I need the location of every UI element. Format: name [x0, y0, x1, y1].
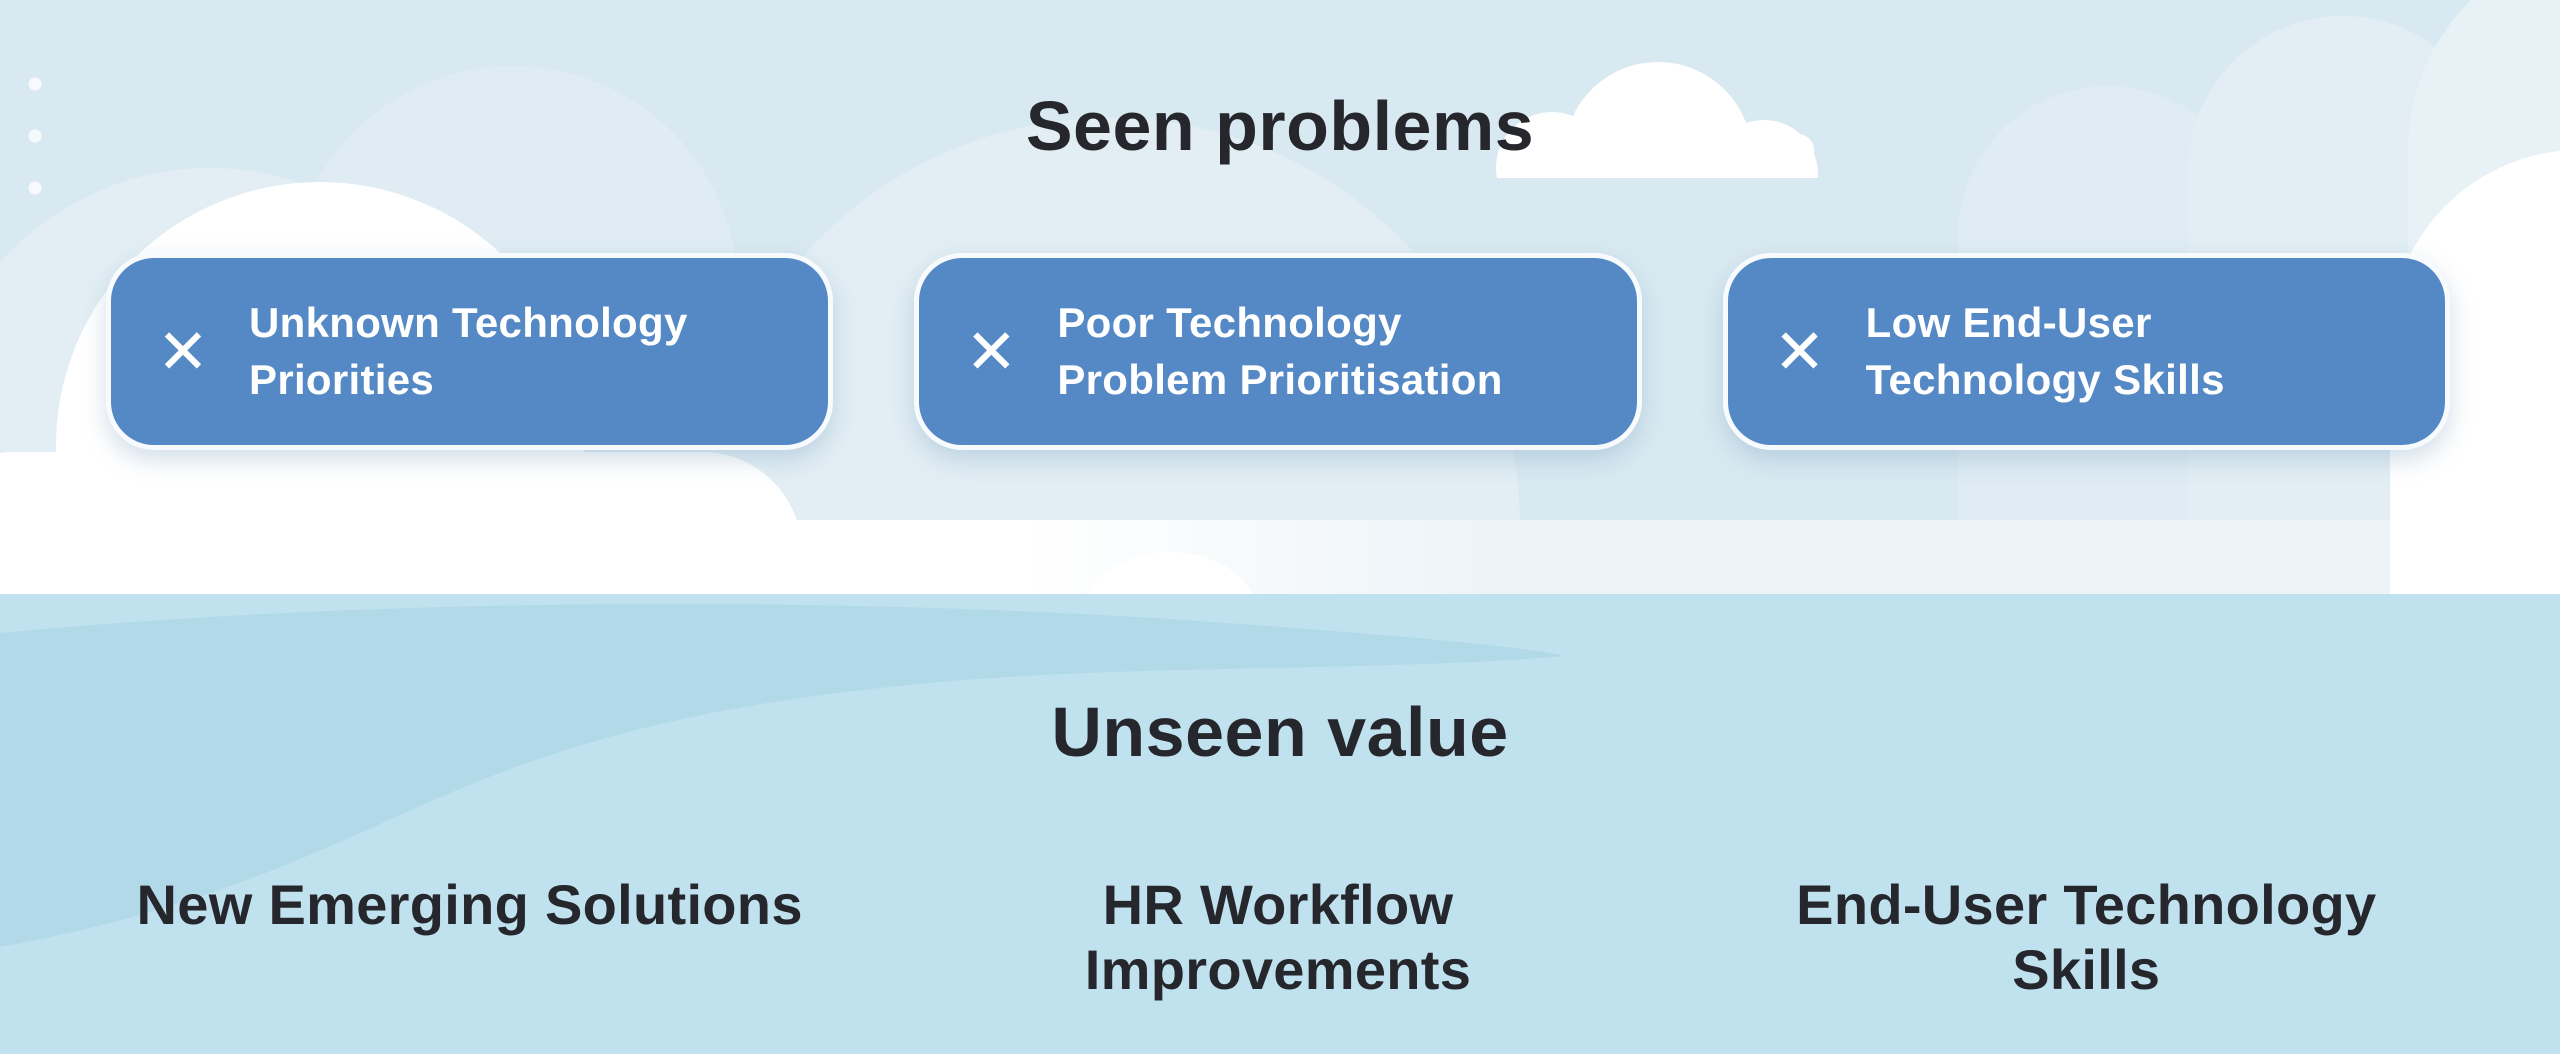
problem-card-label: Poor Technology Problem Prioritisation	[1057, 299, 1503, 403]
unseen-value-row: New Emerging Solutions HR Workflow Impro…	[106, 872, 2450, 1002]
cross-icon: ✕	[1773, 314, 1826, 388]
puffy-cloud-icon	[1496, 62, 1818, 178]
problem-card-low-skills: ✕ Low End-User Technology Skills	[1722, 253, 2450, 450]
problem-card-unknown-priorities: ✕ Unknown Technology Priorities	[106, 253, 834, 450]
seen-problems-title: Seen problems	[1025, 87, 1535, 165]
cross-icon: ✕	[965, 314, 1018, 388]
value-item-new-solutions: New Emerging Solutions	[136, 873, 803, 936]
problem-cards-row: ✕ Unknown Technology Priorities ✕ Poor T…	[106, 253, 2450, 450]
unseen-value-title: Unseen value	[1051, 693, 1509, 771]
problem-card-label: Low End-User Technology Skills	[1865, 299, 2225, 403]
water-swirl	[0, 604, 1564, 947]
cross-icon: ✕	[157, 314, 209, 388]
problem-card-label: Unknown Technology Priorities	[249, 299, 688, 403]
problem-card-poor-prioritisation: ✕ Poor Technology Problem Prioritisation	[914, 253, 1642, 450]
cloud-bank	[0, 520, 2560, 594]
water-background	[0, 594, 2560, 1054]
value-item-hr-workflow: HR Workflow Improvements	[1084, 873, 1472, 1001]
value-item-end-user-skills: End-User Technology Skills	[1796, 873, 2377, 1001]
